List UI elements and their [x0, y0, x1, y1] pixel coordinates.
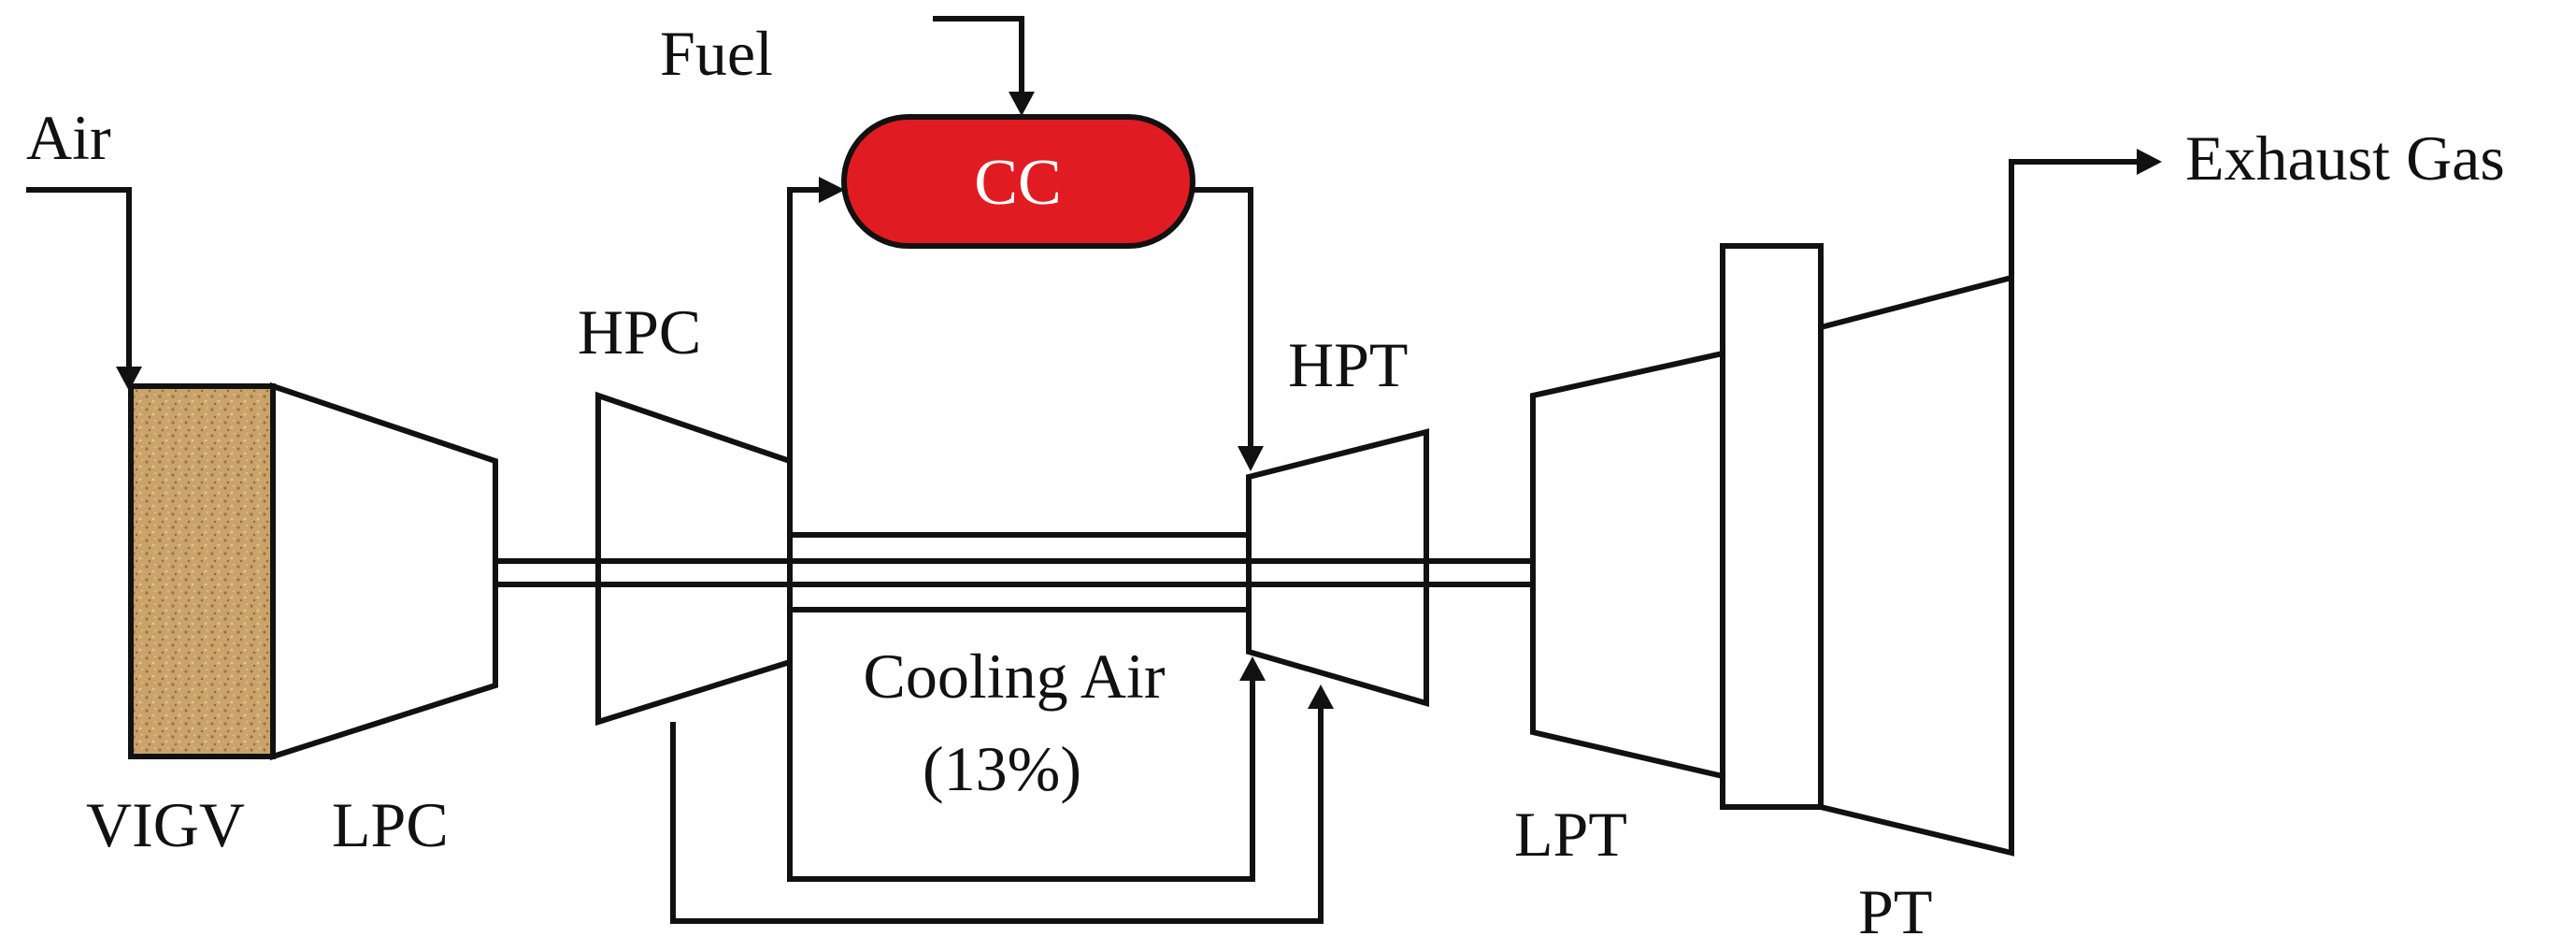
shafts [495, 532, 1533, 612]
lpt-label: LPT [1514, 799, 1627, 870]
hpt-turbine [1246, 428, 1429, 707]
lpt-pt-duct [1720, 243, 1824, 810]
vigv-label: VIGV [86, 789, 245, 860]
lpc-label: LPC [332, 789, 449, 860]
vigv-block [128, 383, 276, 759]
cooling-air-percent-label: (13%) [923, 733, 1081, 804]
fuel-label: Fuel [660, 18, 773, 89]
cooling-air-label: Cooling Air [863, 641, 1165, 712]
cooling-air-outer-loop [670, 684, 1334, 924]
exhaust-gas-label: Exhaust Gas [2185, 122, 2505, 194]
pt-turbine [1818, 274, 2014, 857]
hpt-label: HPT [1288, 329, 1408, 400]
combustion-chamber: CC [841, 114, 1195, 249]
fuel-inlet-arrow [933, 16, 1035, 116]
cooling-air-inner-loop [787, 656, 1266, 882]
hpc-to-cc-flow [787, 177, 845, 461]
pt-label: PT [1858, 876, 1932, 947]
lpt-turbine [1530, 350, 1725, 780]
exhaust-outlet-arrow [2009, 149, 2162, 278]
hpc-label: HPC [578, 296, 701, 367]
cc-label: CC [974, 147, 1061, 219]
lpc-compressor [270, 382, 498, 761]
air-inlet-arrow [26, 187, 142, 391]
cc-to-hpt-flow [1193, 187, 1264, 471]
air-label: Air [26, 102, 111, 173]
